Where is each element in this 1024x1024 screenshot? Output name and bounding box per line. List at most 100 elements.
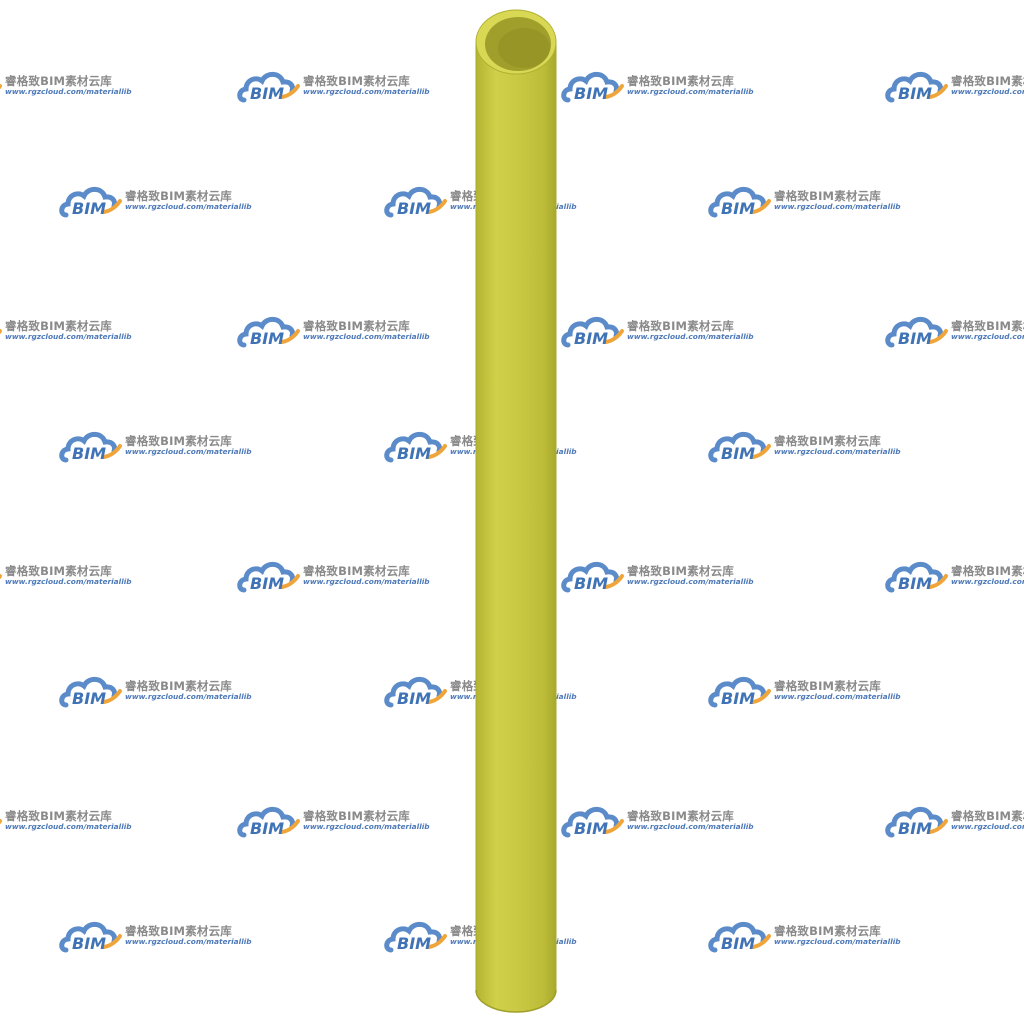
cloud-logo-icon	[237, 316, 300, 348]
watermark-url: www.rgzcloud.com/materiallib	[627, 822, 754, 831]
watermark-logo-text: BIM	[721, 444, 756, 463]
watermark-url: www.rgzcloud.com/materiallib	[5, 822, 132, 831]
watermark-logo-text: BIM	[397, 689, 432, 708]
watermark-title: 睿格致BIM素材云库	[951, 74, 1024, 88]
watermark-url: www.rgzcloud.com/materiallib	[951, 332, 1024, 341]
pipe-inner-shade	[498, 28, 550, 68]
watermark-title: 睿格致BIM素材云库	[774, 434, 881, 448]
cloud-logo-icon	[59, 431, 122, 463]
cloud-logo-icon	[561, 71, 624, 103]
watermark-url: www.rgzcloud.com/materiallib	[303, 332, 430, 341]
watermark-title: 睿格致BIM素材云库	[774, 679, 881, 693]
pipe-bottom-edge	[475, 989, 557, 1013]
watermark-logo-text: BIM	[72, 199, 107, 218]
watermark-logo-text: BIM	[250, 329, 285, 348]
cloud-logo-icon	[59, 676, 122, 708]
watermark-title: 睿格致BIM素材云库	[303, 809, 410, 823]
watermark-title: 睿格致BIM素材云库	[303, 74, 410, 88]
watermark: BIM睿格致BIM素材云库www.rgzcloud.com/materialli…	[0, 70, 132, 106]
watermark: BIM 睿格致BIM素材云库www.rgzcloud.com/materialli…	[885, 560, 1024, 596]
watermark-title: 睿格致BIM素材云库	[951, 564, 1024, 578]
cloud-logo-icon	[561, 316, 624, 348]
watermark-url: www.rgzcloud.com/materiallib	[5, 332, 132, 341]
watermark-logo-text: BIM	[898, 84, 933, 103]
cloud-logo-icon	[885, 806, 948, 838]
watermark-logo-text: BIM	[721, 934, 756, 953]
cloud-logo-icon	[885, 316, 948, 348]
cloud-logo-icon	[708, 186, 771, 218]
watermark-url: www.rgzcloud.com/materiallib	[774, 937, 901, 946]
watermark-logo-text: BIM	[898, 574, 933, 593]
watermark-logo-text: BIM	[574, 574, 609, 593]
watermark-title: 睿格致BIM素材云库	[5, 809, 112, 823]
watermark-url: www.rgzcloud.com/materiallib	[627, 332, 754, 341]
watermark-url: www.rgzcloud.com/materiallib	[627, 87, 754, 96]
watermark-title: 睿格致BIM素材云库	[627, 74, 734, 88]
watermark-url: www.rgzcloud.com/materiallib	[774, 202, 901, 211]
watermark-url: www.rgzcloud.com/materiallib	[125, 937, 252, 946]
watermark-url: www.rgzcloud.com/materiallib	[774, 447, 901, 456]
watermark-url: www.rgzcloud.com/materiallib	[125, 692, 252, 701]
watermark-logo-text: BIM	[898, 819, 933, 838]
cloud-logo-icon	[384, 431, 447, 463]
watermark-title: 睿格致BIM素材云库	[5, 319, 112, 333]
watermark-title: 睿格致BIM素材云库	[951, 319, 1024, 333]
watermark-url: www.rgzcloud.com/materiallib	[303, 822, 430, 831]
cloud-logo-icon	[708, 921, 771, 953]
watermark-title: 睿格致BIM素材云库	[774, 189, 881, 203]
watermark-url: www.rgzcloud.com/materiallib	[125, 202, 252, 211]
watermark-logo-text: BIM	[72, 689, 107, 708]
watermark-logo-text: BIM	[72, 934, 107, 953]
watermark-logo-text: BIM	[574, 329, 609, 348]
watermark-logo-text: BIM	[574, 819, 609, 838]
cloud-logo-icon	[237, 806, 300, 838]
cloud-logo-icon	[59, 186, 122, 218]
watermark: BIM睿格致BIM素材云库www.rgzcloud.com/materialli…	[0, 560, 132, 596]
watermark-logo-text: BIM	[721, 689, 756, 708]
watermark-logo-text: BIM	[574, 84, 609, 103]
cloud-logo-icon	[237, 561, 300, 593]
cloud-logo-icon	[708, 676, 771, 708]
watermark-logo-text: BIM	[250, 819, 285, 838]
watermark-logo-text: BIM	[721, 199, 756, 218]
watermark-logo-text: BIM	[898, 329, 933, 348]
cloud-logo-icon	[237, 71, 300, 103]
watermark-url: www.rgzcloud.com/materiallib	[774, 692, 901, 701]
watermark-url: www.rgzcloud.com/materiallib	[125, 447, 252, 456]
pipe-body	[475, 41, 557, 1013]
cloud-logo-icon	[59, 921, 122, 953]
watermark-title: 睿格致BIM素材云库	[125, 434, 232, 448]
cloud-logo-icon	[384, 676, 447, 708]
cloud-logo-icon	[561, 561, 624, 593]
watermark-title: 睿格致BIM素材云库	[125, 679, 232, 693]
watermark-url: www.rgzcloud.com/materiallib	[5, 577, 132, 586]
cloud-logo-icon	[561, 806, 624, 838]
watermark-title: 睿格致BIM素材云库	[125, 189, 232, 203]
watermark-logo-text: BIM	[397, 934, 432, 953]
watermark-title: 睿格致BIM素材云库	[5, 74, 112, 88]
watermark-title: 睿格致BIM素材云库	[5, 564, 112, 578]
watermark-title: 睿格致BIM素材云库	[627, 564, 734, 578]
watermark-logo-text: BIM	[397, 444, 432, 463]
watermark-logo-text: BIM	[72, 444, 107, 463]
watermark-title: 睿格致BIM素材云库	[303, 319, 410, 333]
watermark-title: 睿格致BIM素材云库	[303, 564, 410, 578]
watermark: BIM 睿格致BIM素材云库www.rgzcloud.com/materialli…	[885, 315, 1024, 351]
watermark-url: www.rgzcloud.com/materiallib	[951, 822, 1024, 831]
watermark-url: www.rgzcloud.com/materiallib	[951, 577, 1024, 586]
cloud-logo-icon	[384, 921, 447, 953]
watermark-title: 睿格致BIM素材云库	[125, 924, 232, 938]
watermark-url: www.rgzcloud.com/materiallib	[303, 87, 430, 96]
